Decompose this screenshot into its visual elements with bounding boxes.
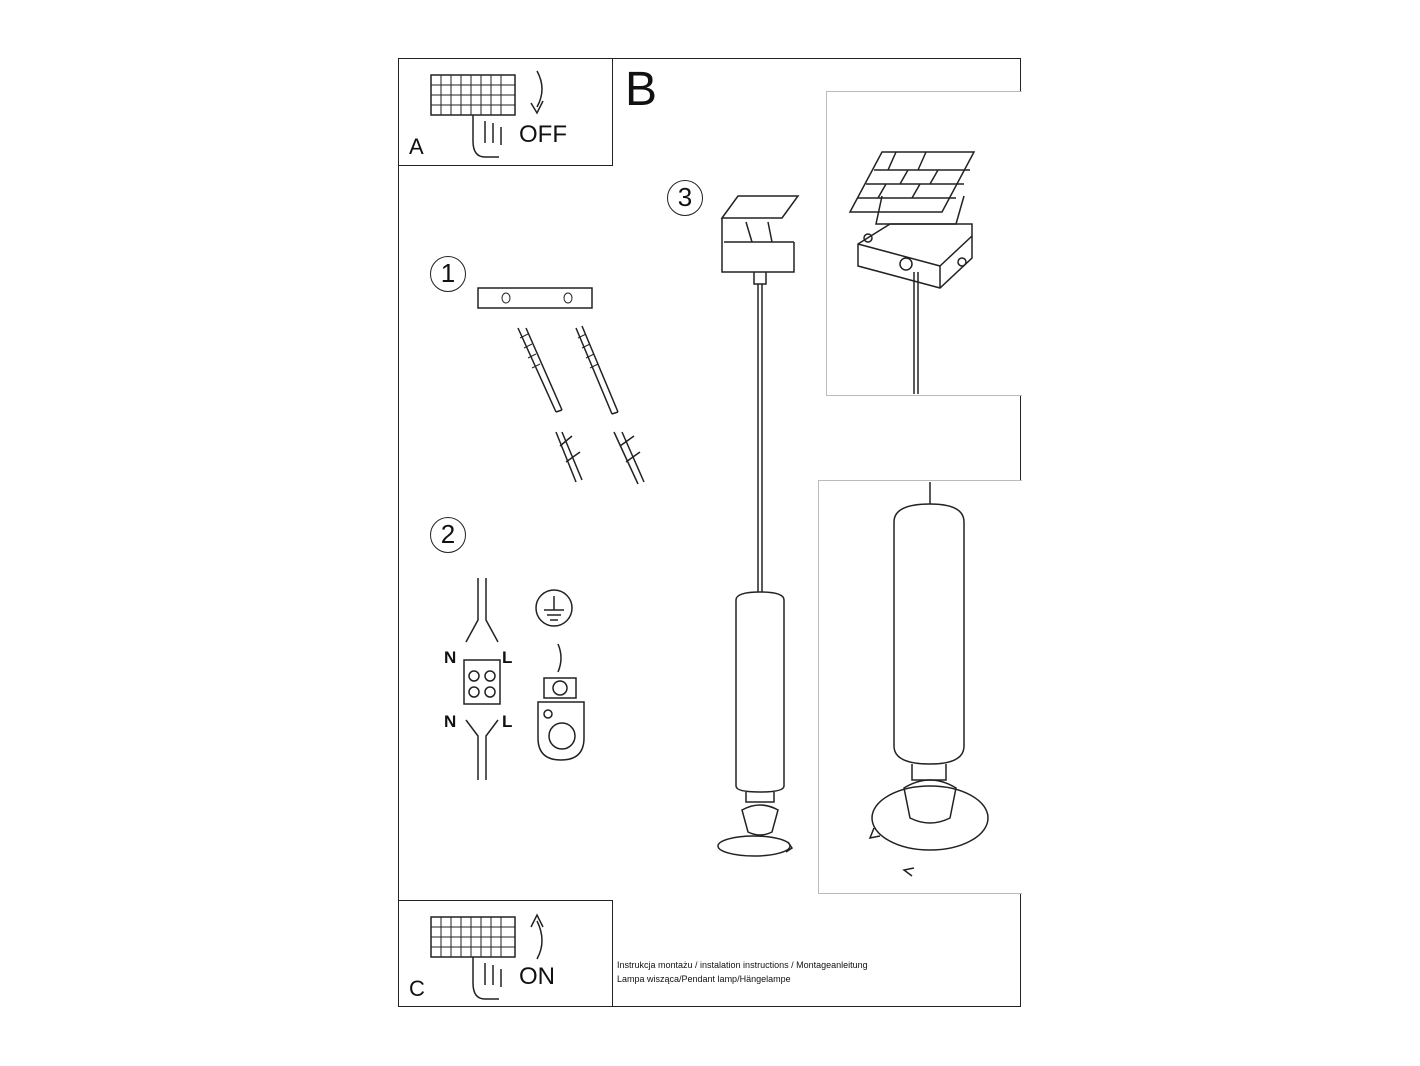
panel-b-letter: B: [625, 63, 658, 116]
step-3-badge: 3: [667, 180, 703, 216]
step-2-badge: 2: [430, 517, 466, 553]
switch-off-label: OFF: [519, 121, 567, 148]
canopy-detail-illustration: [848, 151, 976, 394]
arrow-down-icon: [530, 70, 544, 115]
mounting-bracket-illustration: [477, 287, 645, 485]
footer-product-name: Lampa wisząca/Pendant lamp/Hängelampe: [617, 974, 791, 984]
breaker-box-icon: [430, 74, 516, 158]
panel-c-letter: C: [409, 976, 425, 1001]
wire-neutral-top: N: [444, 648, 457, 667]
footer-instructions-title: Instrukcja montażu / instalation instruc…: [617, 960, 868, 970]
wire-live-top: L: [502, 648, 513, 667]
arrow-up-icon: [530, 913, 544, 960]
wire-connector-illustration: [463, 578, 501, 780]
ground-terminal-icon: [535, 589, 585, 761]
panel-a-letter: A: [409, 134, 424, 159]
wire-neutral-bottom: N: [444, 712, 457, 731]
bulb-detail-illustration: [868, 482, 989, 877]
bulb-detail-panel: [818, 480, 1022, 894]
pendant-lamp-illustration: [717, 195, 800, 857]
panel-c: ON C: [398, 900, 613, 1007]
wire-live-bottom: L: [502, 712, 513, 731]
panel-a: OFF A: [398, 58, 613, 166]
step-1-badge: 1: [430, 256, 466, 292]
breaker-box-icon: [430, 916, 516, 1000]
switch-on-label: ON: [519, 963, 555, 990]
